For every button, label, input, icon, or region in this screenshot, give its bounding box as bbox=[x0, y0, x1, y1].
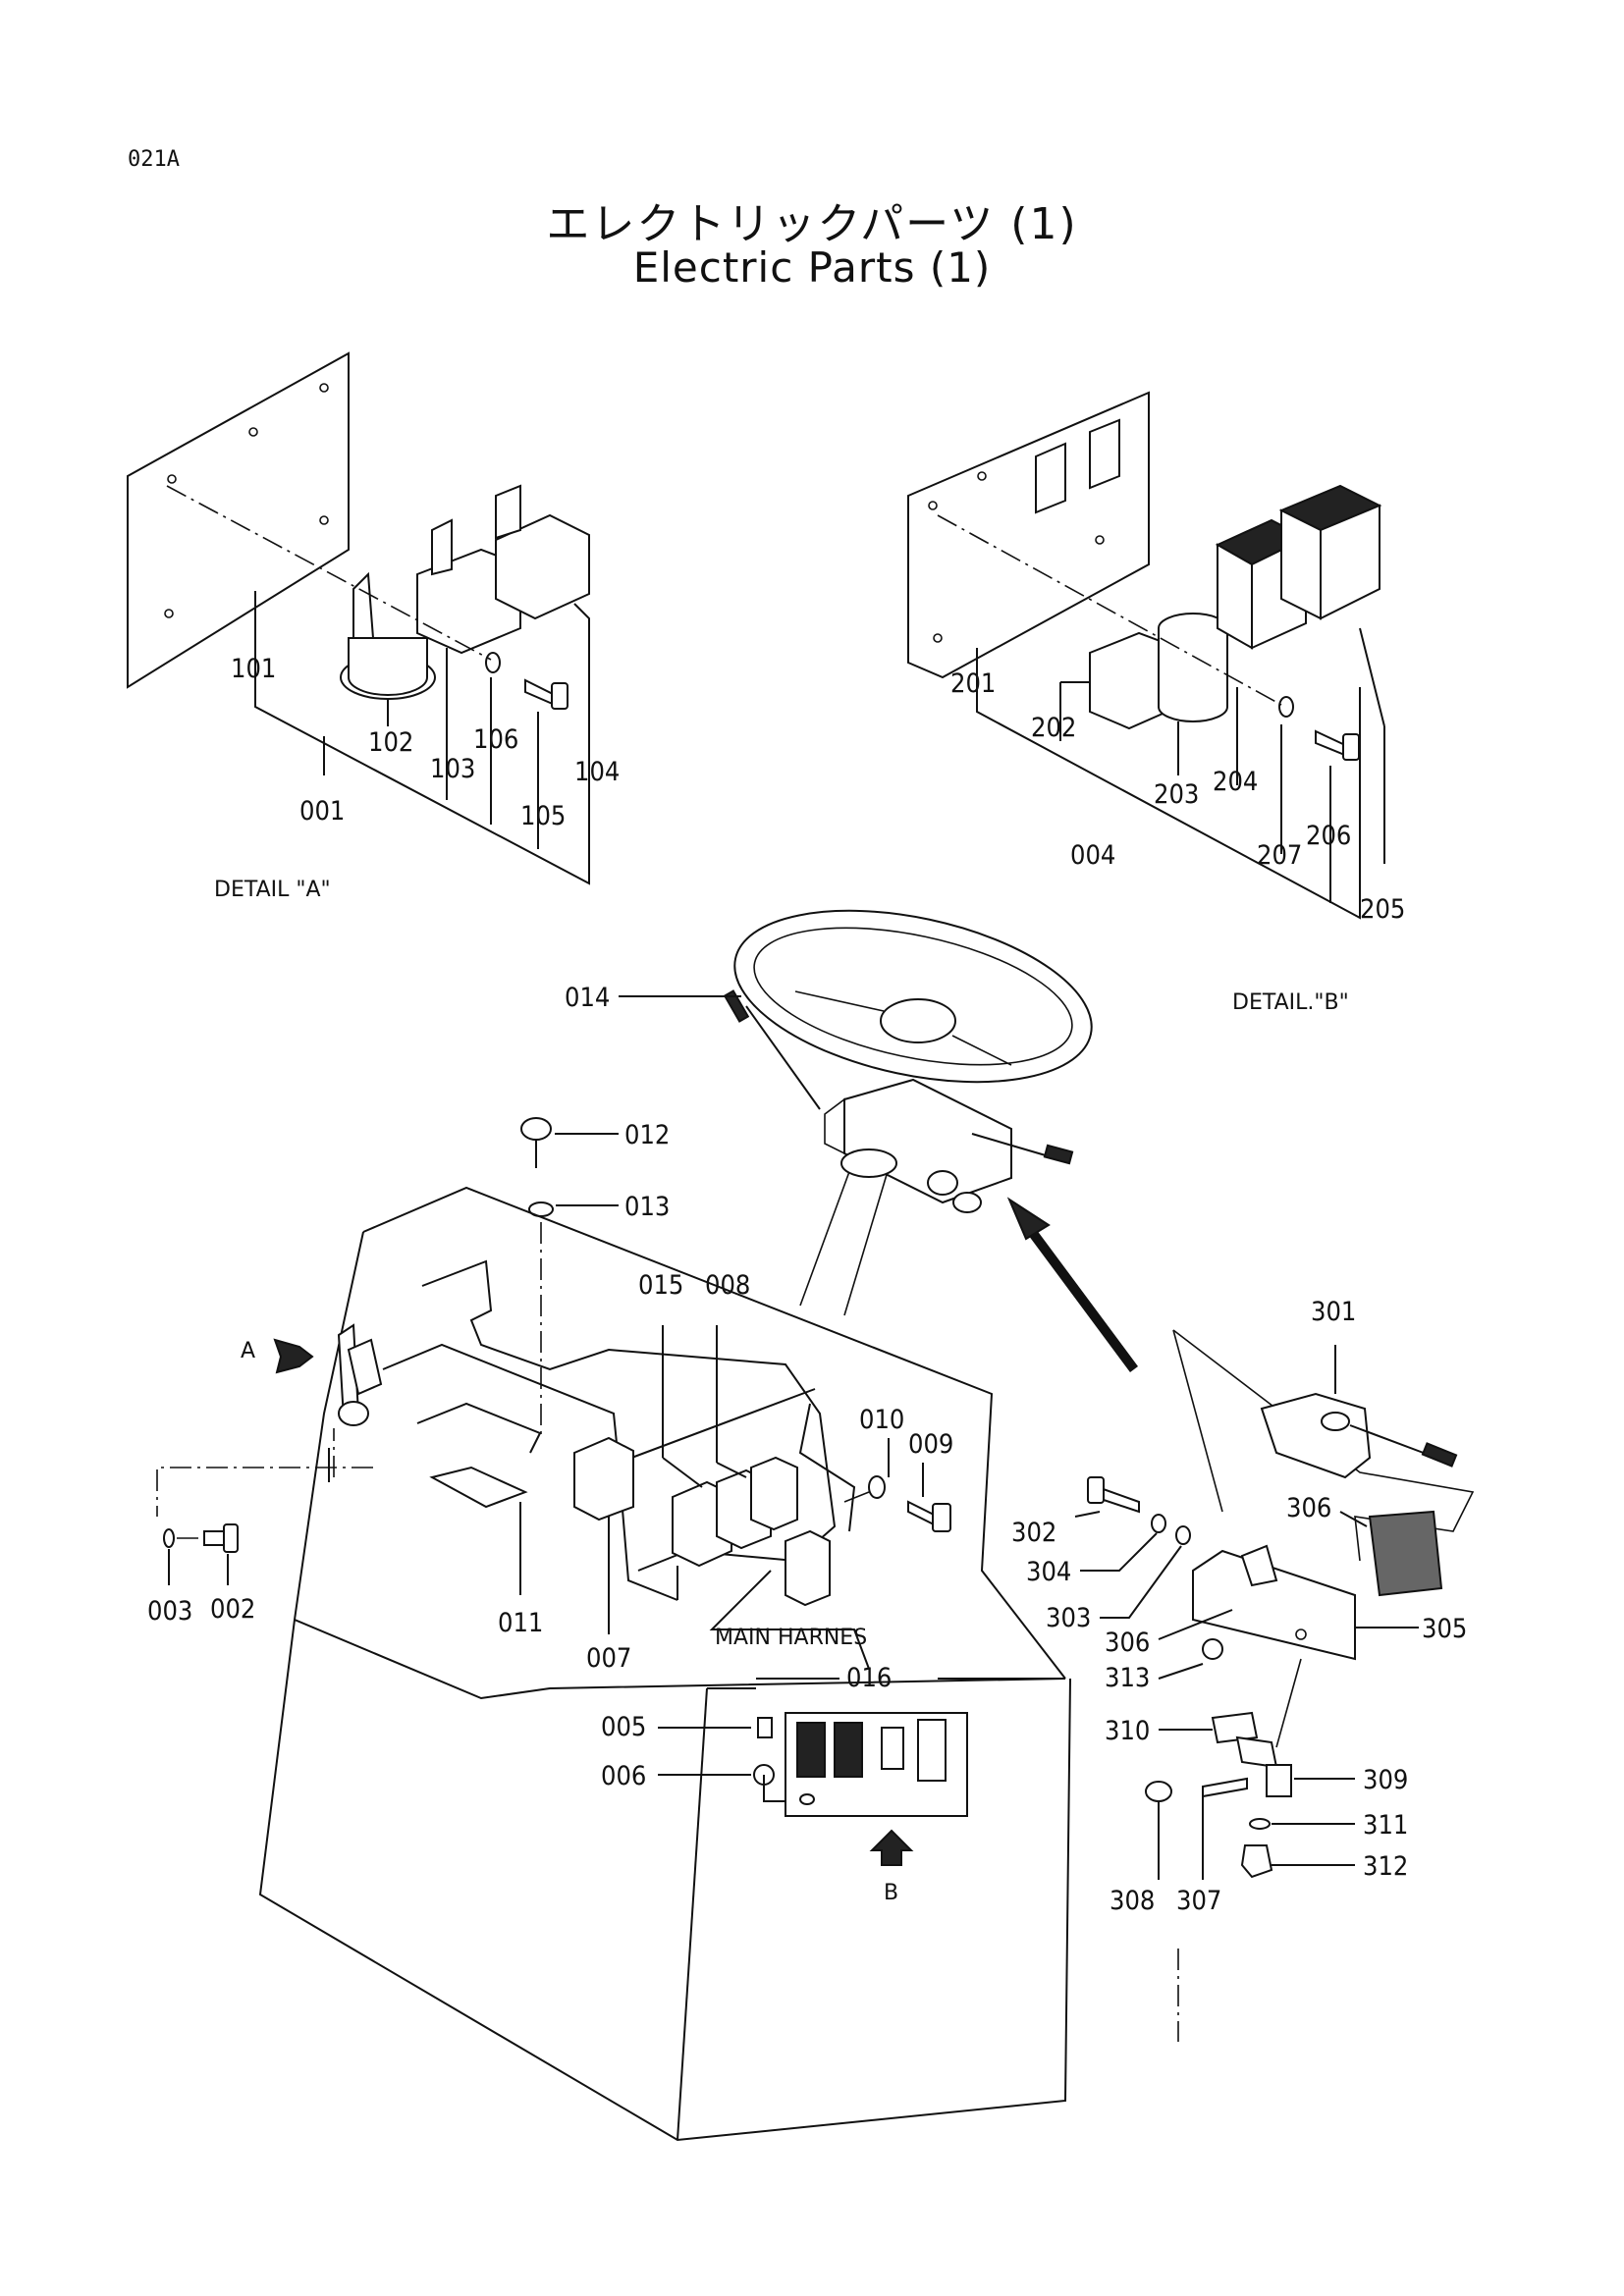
label-103: 103 bbox=[430, 754, 475, 784]
label-305: 305 bbox=[1422, 1614, 1467, 1644]
terminal-310 bbox=[1211, 1711, 1259, 1744]
title-english: Electric Parts (1) bbox=[632, 243, 992, 292]
plate-011 bbox=[429, 1466, 528, 1509]
label-205: 205 bbox=[1360, 894, 1405, 925]
knob-012 bbox=[520, 1117, 552, 1141]
knob-312 bbox=[1240, 1844, 1273, 1879]
caption-arrow-b: B bbox=[884, 1881, 898, 1905]
label-310: 310 bbox=[1105, 1716, 1150, 1746]
label-207: 207 bbox=[1257, 840, 1302, 871]
relay-007 bbox=[573, 1436, 634, 1522]
label-104: 104 bbox=[574, 757, 620, 787]
label-101: 101 bbox=[231, 654, 276, 684]
label-105: 105 bbox=[520, 801, 566, 831]
title-japanese: エレクトリックパーツ (1) bbox=[546, 199, 1078, 249]
label-311: 311 bbox=[1363, 1810, 1408, 1841]
caption-detail-b: DETAIL."B" bbox=[1232, 990, 1349, 1015]
relay-104 bbox=[495, 513, 590, 620]
caption-arrow-a: A bbox=[241, 1339, 255, 1363]
screw-005 bbox=[757, 1717, 773, 1738]
label-006: 006 bbox=[601, 1761, 646, 1791]
nut-308 bbox=[1145, 1781, 1172, 1802]
label-106: 106 bbox=[473, 724, 518, 755]
console-outline bbox=[362, 1186, 1066, 1680]
label-302: 302 bbox=[1011, 1518, 1056, 1548]
relay-103 bbox=[416, 548, 521, 655]
washer-303 bbox=[1175, 1525, 1191, 1545]
washer-010 bbox=[868, 1475, 886, 1499]
label-009: 009 bbox=[908, 1429, 953, 1460]
arrow-a bbox=[273, 1338, 314, 1374]
arrow-b bbox=[869, 1829, 914, 1866]
flasher-203 bbox=[1158, 613, 1228, 722]
label-013: 013 bbox=[624, 1192, 670, 1222]
label-007: 007 bbox=[586, 1643, 631, 1674]
label-303: 303 bbox=[1046, 1603, 1091, 1633]
label-308: 308 bbox=[1110, 1886, 1155, 1916]
label-201: 201 bbox=[950, 668, 996, 699]
label-003: 003 bbox=[147, 1596, 192, 1627]
label-plate-306 bbox=[1368, 1510, 1443, 1597]
detail-a-group: 101 102 103 104 105 106 001 DETAIL "A" bbox=[127, 351, 620, 902]
bolt-105 bbox=[524, 678, 556, 707]
washer-003 bbox=[163, 1528, 175, 1548]
detail-b-group: 201 202 203 204 205 206 207 004 DETAIL."… bbox=[907, 391, 1405, 1015]
steering-assembly: 014 bbox=[565, 909, 1139, 1372]
label-012: 012 bbox=[624, 1120, 670, 1150]
label-015: 015 bbox=[638, 1270, 683, 1301]
label-202: 202 bbox=[1031, 713, 1076, 743]
label-008: 008 bbox=[705, 1270, 750, 1301]
steering-wheel bbox=[733, 909, 1093, 1084]
label-005: 005 bbox=[601, 1712, 646, 1742]
label-306-top: 306 bbox=[1286, 1493, 1331, 1523]
console-assembly: 005 006 B 015 008 007 011 MAIN HARNES 01… bbox=[147, 1186, 1071, 2142]
label-301: 301 bbox=[1311, 1297, 1356, 1327]
page-code: 021A bbox=[128, 147, 180, 172]
label-206: 206 bbox=[1306, 821, 1351, 851]
connector-016 bbox=[785, 1529, 831, 1607]
bolt-307 bbox=[1202, 1777, 1248, 1798]
label-001: 001 bbox=[299, 796, 345, 827]
label-102: 102 bbox=[368, 727, 413, 758]
label-010: 010 bbox=[859, 1405, 904, 1435]
label-014: 014 bbox=[565, 983, 610, 1013]
relay-205 bbox=[1280, 508, 1322, 620]
washer-207 bbox=[1278, 696, 1294, 718]
caption-main-harness: MAIN HARNES bbox=[715, 1626, 867, 1650]
detail-b-panel bbox=[907, 391, 1150, 679]
label-313: 313 bbox=[1105, 1663, 1150, 1693]
label-011: 011 bbox=[498, 1608, 543, 1638]
nut-313 bbox=[1202, 1638, 1223, 1660]
bolt-002 bbox=[203, 1530, 227, 1546]
label-312: 312 bbox=[1363, 1851, 1408, 1882]
label-204: 204 bbox=[1213, 767, 1258, 797]
washer-311 bbox=[1249, 1818, 1271, 1830]
screw-012-013: 012 013 bbox=[520, 1117, 670, 1438]
label-016: 016 bbox=[846, 1663, 892, 1693]
label-307: 307 bbox=[1176, 1886, 1221, 1916]
label-309: 309 bbox=[1363, 1765, 1408, 1795]
switch-301 bbox=[1260, 1392, 1372, 1479]
switch-309 bbox=[1266, 1764, 1292, 1797]
washer-304 bbox=[1151, 1514, 1166, 1533]
label-002: 002 bbox=[210, 1594, 255, 1625]
label-203: 203 bbox=[1154, 779, 1199, 810]
detail-a-panel bbox=[127, 351, 350, 689]
label-004: 004 bbox=[1070, 840, 1115, 871]
label-306-bottom: 306 bbox=[1105, 1628, 1150, 1658]
washer-106 bbox=[485, 652, 501, 673]
caption-detail-a: DETAIL "A" bbox=[214, 878, 331, 902]
label-304: 304 bbox=[1026, 1557, 1071, 1587]
right-switch-group: 301 306 305 302 304 303 306 313 310 bbox=[1011, 1297, 1475, 2042]
